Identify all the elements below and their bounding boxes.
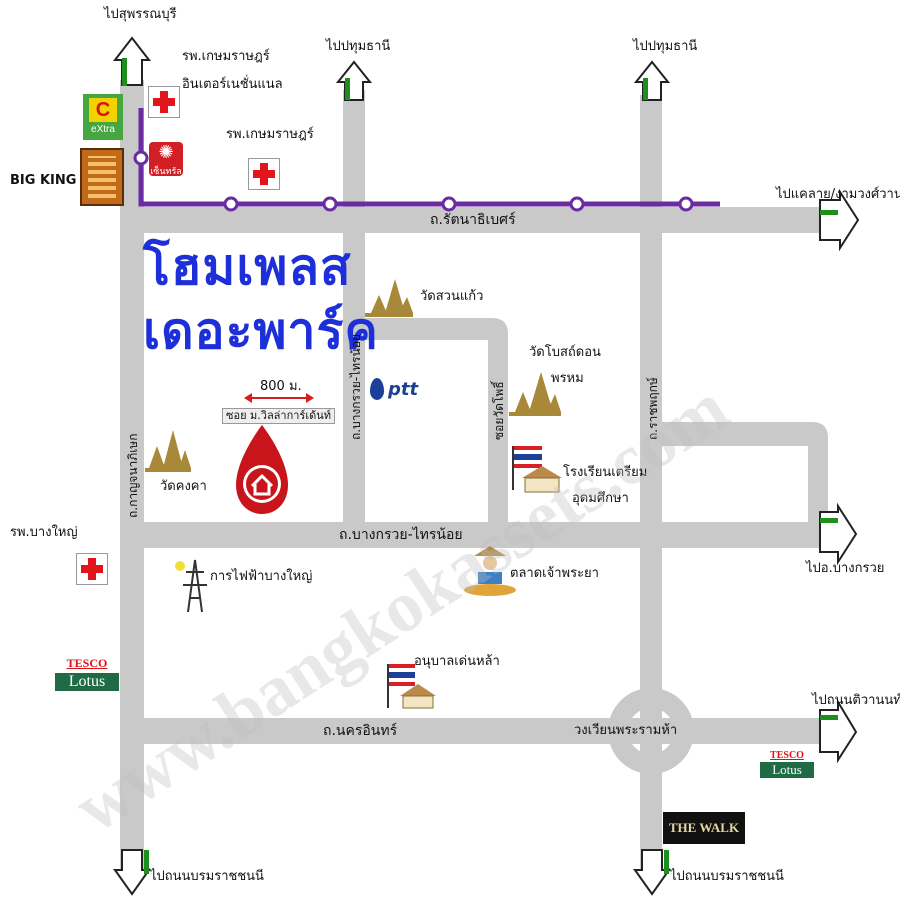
tesco-lotus-logo-1: TESCO Lotus [55, 656, 119, 698]
label-distance: 800 ม. [260, 379, 302, 394]
arrow-down-icon [113, 849, 151, 896]
dest-suphanburi: ไปสุพรรณบุรี [104, 7, 177, 22]
label-kasemrad-inter-2: อินเตอร์เนชั่นแนล [182, 77, 283, 92]
station-dot [223, 196, 239, 212]
arrow-green-ticks [122, 58, 838, 874]
temple-icon [145, 430, 191, 472]
road-label-nakhon-in: ถ.นครอินทร์ [323, 723, 398, 739]
road-loop-right [650, 422, 828, 530]
label-kindergarten: อนุบาลเด่นหล้า [414, 654, 500, 669]
road-label-ratchaphruek: ถ.ราชพฤกษ์ [646, 377, 660, 440]
road-nakhon-in [120, 718, 820, 744]
dest-khae-lai: ไปแคลาย/งามวงศ์วาน [776, 187, 900, 202]
lotus-text: Lotus [55, 673, 119, 691]
arrow-up-icon [633, 60, 671, 101]
dest-tiwanon: ไปถนนติวานนท์ [812, 693, 900, 708]
station-dot [678, 196, 694, 212]
central-label: เซ็นทรัล [150, 167, 182, 177]
page-subtitle: เดอะพาร์ค [143, 302, 379, 360]
tesco-text: TESCO [66, 656, 108, 670]
temple-icon [365, 279, 413, 317]
building-icon [80, 148, 124, 206]
label-wat-khongkha: วัดคงคา [160, 479, 207, 494]
road-label-bangkruai-sainoi: ถ.บางกรวย-ไทรน้อย [339, 527, 463, 543]
label-roundabout: วงเวียนพระรามห้า [574, 723, 678, 738]
label-power: การไฟฟ้าบางใหญ่ [210, 569, 313, 584]
page-title: โฮมเพลส [143, 238, 352, 296]
distance-arrow [244, 393, 314, 403]
hospital-cross-icon [76, 553, 108, 585]
central-logo: ✺ เซ็นทรัล [149, 142, 183, 177]
arrow-right-icon [819, 698, 858, 764]
arrow-up-icon [335, 60, 373, 101]
home-pin-icon [236, 416, 288, 514]
label-school-1: โรงเรียนเตรียม [563, 465, 648, 480]
road-rattanathibet [120, 207, 830, 233]
temple-icon [509, 372, 561, 416]
road-label-rattanathibet: ถ.รัตนาธิเบศร์ [430, 212, 516, 228]
road-ratchaphruek [640, 95, 662, 870]
road-bangkruai-sainoi-h [120, 522, 820, 548]
arrow-down-icon [633, 849, 671, 896]
station-dot [441, 196, 457, 212]
road-bangkruai-sainoi-v [343, 90, 365, 530]
tesco-lotus-logo-2: TESCO Lotus [760, 750, 814, 786]
central-sun-icon: ✺ [158, 142, 174, 163]
kindergarten-icon [387, 664, 436, 709]
roads [120, 80, 830, 870]
dest-pathum-thani-1: ไปปทุมธานี [326, 39, 391, 54]
label-wat-suan-kaeo: วัดสวนแก้ว [420, 289, 484, 304]
arrow-right-icon [819, 502, 858, 566]
station-dot [322, 196, 338, 212]
the-walk-logo: THE WALK [663, 812, 745, 844]
label-school-2: อุดมศึกษา [572, 491, 629, 506]
lotus-text: Lotus [760, 762, 814, 778]
hospital-cross-icon [248, 158, 280, 190]
arrows [112, 36, 860, 896]
road-label-bangkruai-sainoi-v: ถ.บางกรวย-ไทรน้อย [349, 334, 363, 440]
road-label-soi-wat-pho: ซอยวัดโพธิ์ [492, 381, 506, 440]
label-soi-villa: ซอย ม.วิลล่าการ์เด้นท์ [222, 408, 336, 425]
temple-icons [145, 279, 561, 472]
roundabout [608, 688, 694, 774]
school-icon [512, 446, 562, 493]
ptt-drop-icon [370, 378, 384, 400]
dest-borommaratchachonnani-1: ไปถนนบรมราชชนนี [150, 869, 264, 884]
dest-borommaratchachonnani-2: ไปถนนบรมราชชนนี [670, 869, 784, 884]
station-dot [569, 196, 585, 212]
label-wat-bot-1: วัดโบสถ์ดอน [529, 345, 601, 360]
ptt-logo: ptt [388, 379, 419, 400]
power-pylon-icon [175, 559, 207, 613]
arrow-up-icon [112, 36, 152, 86]
label-big-king: BIG KING [10, 173, 77, 188]
dest-pathum-thani-2: ไปปทุมธานี [633, 39, 698, 54]
purple-line [133, 108, 720, 212]
label-bangyai-hospital: รพ.บางใหญ่ [10, 525, 78, 540]
arrow-right-icon [819, 188, 860, 252]
road-label-kanchanaphisek: ถ.กาญจนาภิเษก [126, 433, 140, 518]
label-market: ตลาดเจ้าพระยา [510, 566, 599, 581]
label-kasemrad-inter-1: รพ.เกษมราษฎร์ [182, 49, 270, 64]
station-dot [133, 150, 149, 166]
label-wat-bot-2: พรหม [551, 371, 584, 386]
dest-bang-kruai: ไปอ.บางกรวย [806, 561, 885, 576]
road-soi-wat-pho [355, 318, 508, 530]
big-c-logo: C eXtra [83, 94, 123, 140]
big-c-letter-icon: C [89, 98, 117, 122]
tesco-text: TESCO [770, 750, 804, 761]
label-kasemrad: รพ.เกษมราษฎร์ [226, 127, 314, 142]
big-c-extra: eXtra [91, 124, 115, 135]
market-icon [464, 546, 516, 596]
hospital-cross-icon [148, 86, 180, 118]
